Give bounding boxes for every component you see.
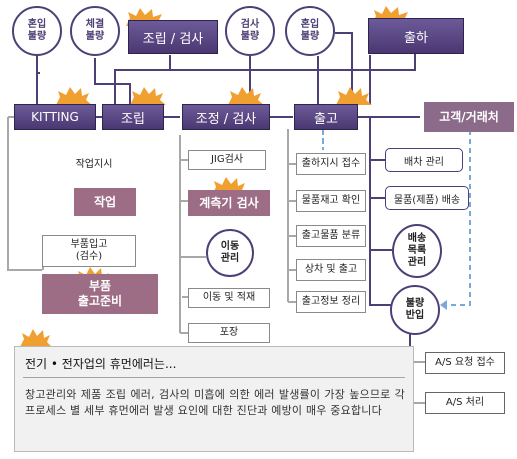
release-step-label: 출고정보 정리 [301,296,361,307]
kitting-box: KITTING [14,104,96,130]
note-title: 전기 • 전자업의 휴먼에러는... [25,357,177,371]
note-body: 창고관리와 제품 조립 에러, 검사의 미흡에 의한 에러 발생률이 가장 높으… [25,388,405,417]
burst-kitting-icon [56,87,92,105]
packing-label: 포장 [219,327,239,338]
parts-receiving-line-2: (검수) [75,251,103,262]
circle-label-line-1: 혼입 [27,19,47,30]
circle-label-line-2: 관리 [220,253,240,264]
as-request-label: A/S 요청 접수 [435,357,495,368]
assembly-box: 조립 [102,104,164,130]
work-label: 작업 [93,194,117,209]
note-box: 전기 • 전자업의 휴먼에러는... 창고관리와 제품 조립 에러, 검사의 미… [14,346,414,452]
jig-inspection-label: JIG검사 [210,154,244,165]
parts-receiving-line-1: 부품입고 [70,239,108,250]
dispatch-mgmt-label: 배차 관리 [404,156,444,168]
release-step-4: 상차 및 출고 [296,259,366,281]
move-load-box: 이동 및 적재 [188,288,270,308]
shipping-top-box: 출하 [368,18,464,54]
as-processing-box: A/S 처리 [425,392,505,414]
release-step-1: 출하지시 접수 [296,153,366,175]
instrument-inspection-box: 계측기 검사 [188,190,270,216]
packing-box: 포장 [188,323,270,343]
circle-label-line-1: 체결 [85,19,105,30]
burst-note-icon [20,329,52,347]
circle-label-line-2: 불량 [300,31,320,42]
circle-label-line-3: 관리 [407,257,427,268]
adjust-inspection-box: 조정 / 검사 [182,104,270,130]
burst-adjust-icon [228,87,264,105]
release-box: 출고 [294,104,358,130]
jig-inspection-box: JIG검사 [188,150,266,170]
circle-label-line-1: 이동 [220,241,240,252]
parts-release-prep-line-2: 출고준비 [77,294,123,308]
release-step-3: 출고물품 분류 [296,225,366,247]
release-step-5: 출고정보 정리 [296,291,366,313]
connector-top-shipping [169,53,416,71]
release-step-label: 물품재고 확인 [301,195,361,206]
circle-import-defect-2: 혼입 불량 [285,6,335,56]
release-step-2: 물품재고 확인 [296,190,366,212]
customer-label: 고객/거래처 [439,109,499,124]
release-label: 출고 [314,111,338,127]
circle-label-line-2: 목록 [407,245,427,256]
work-order-label: 작업지시 [75,158,113,170]
release-step-label: 출하지시 접수 [301,158,361,169]
circle-label-line-1: 배송 [407,233,427,244]
parts-release-prep-line-1: 부품 [88,279,112,293]
note-divider [23,377,405,378]
as-processing-label: A/S 처리 [445,397,485,408]
dispatch-mgmt-box: 배차 관리 [385,148,463,172]
work-box: 작업 [74,188,136,216]
assembly-inspection-top-label: 조립 / 검사 [142,31,204,47]
assembly-inspection-top-box: 조립 / 검사 [128,20,218,54]
burst-assembly-icon [130,87,166,105]
parts-release-prep-box: 부품 출고준비 [42,274,158,314]
adjust-inspection-label: 조정 / 검사 [195,111,257,127]
move-load-label: 이동 및 적재 [202,292,256,303]
work-order-text: 작업지시 [66,152,122,172]
circle-dispatch-list-mgmt: 배송 목록 관리 [392,224,442,278]
connector-fastening-assembly [94,58,131,104]
circle-import-defect-1: 혼입 불량 [12,6,62,56]
kitting-label: KITTING [31,110,79,124]
goods-delivery-label: 물품(제품) 배송 [393,194,461,206]
circle-label-line-2: 반입 [405,310,425,321]
circle-fastening-defect: 체결 불량 [70,6,120,56]
burst-release-icon [336,87,372,105]
release-step-label: 출고물품 분류 [301,230,361,241]
circle-label-line-1: 검사 [240,19,260,30]
as-request-box: A/S 요청 접수 [425,352,505,374]
goods-delivery-box: 물품(제품) 배송 [385,186,469,210]
parts-receiving-box: 부품입고 (검수) [42,235,136,267]
release-step-label: 상차 및 출고 [304,264,358,275]
circle-label-line-2: 불량 [27,31,47,42]
instrument-inspection-label: 계측기 검사 [199,195,259,210]
circle-label-line-1: 혼입 [300,19,320,30]
circle-defect-return: 불량 반입 [390,285,440,335]
assembly-label: 조립 [121,111,145,127]
circle-inspection-defect: 검사 불량 [225,6,275,56]
circle-label-line-2: 불량 [240,31,260,42]
shipping-top-label: 출하 [404,30,428,46]
circle-label-line-2: 불량 [85,31,105,42]
circle-label-line-1: 불량 [405,298,425,309]
customer-box: 고객/거래처 [424,102,514,132]
circle-transfer-mgmt: 이동 관리 [206,229,254,277]
